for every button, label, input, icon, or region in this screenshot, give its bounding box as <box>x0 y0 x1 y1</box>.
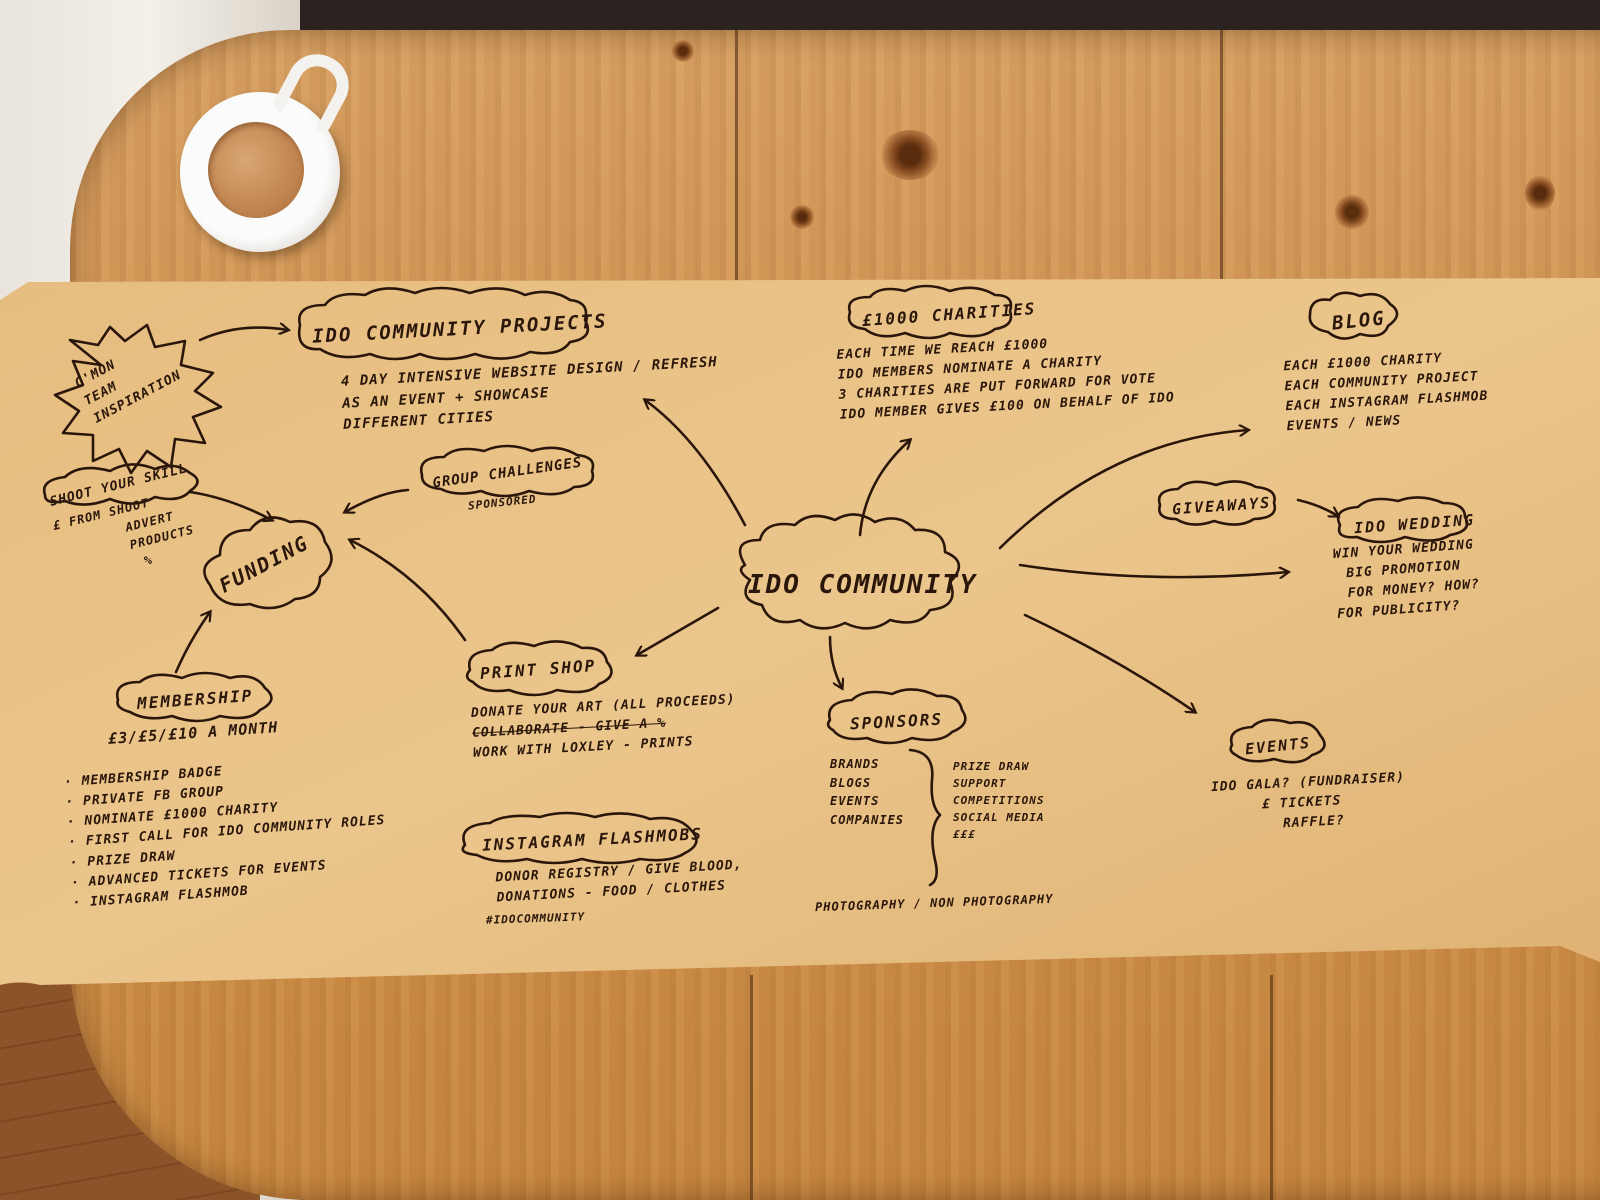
inspiration-starburst-bubble <box>53 323 223 475</box>
events-cloud-bubble <box>1229 718 1326 764</box>
print-shop-cloud-bubble <box>465 640 613 697</box>
center-title: IDo Community <box>748 570 978 600</box>
arrow <box>188 490 272 520</box>
wood-knot <box>1525 175 1555 211</box>
membership-bullet-text: PRIZE DRAW <box>86 848 176 870</box>
table-seam <box>1220 30 1223 290</box>
sponsors-cloud-bubble <box>826 688 967 745</box>
sponsors-right-item: PRIZE DRAW <box>953 760 1030 773</box>
wood-knot <box>1335 195 1369 229</box>
arrow <box>1296 498 1338 516</box>
sponsors-left-item: EVENTS <box>830 794 880 809</box>
sponsors-left-item: BLOGS <box>830 775 872 790</box>
arrow <box>345 488 410 512</box>
membership-cloud-bubble <box>115 671 273 723</box>
wedding-cloud-bubble <box>1336 496 1469 544</box>
arrow <box>998 430 1248 550</box>
coffee-surface <box>208 122 304 218</box>
wood-knot <box>790 205 814 229</box>
sponsors-right-item: £££ <box>953 828 976 842</box>
sponsors-right-item: SOCIAL MEDIA <box>953 811 1045 825</box>
membership-benefits-list: · MEMBERSHIP BADGE · PRIVATE FB GROUP · … <box>63 751 390 914</box>
sponsors-left-item: COMPANIES <box>830 812 905 827</box>
arrow <box>350 540 467 642</box>
table-seam <box>735 30 738 290</box>
wood-knot <box>672 40 694 62</box>
shoot-skill-cloud-bubble <box>42 463 199 506</box>
table-seam <box>1270 975 1273 1200</box>
table-seam <box>750 975 753 1200</box>
sponsors-left-item: BRANDS <box>830 757 880 771</box>
group-challenges-cloud-bubble <box>419 444 595 498</box>
sponsors-right-list: PRIZE DRAW SUPPORT COMPETITIONS SOCIAL M… <box>953 758 1044 843</box>
arrow <box>174 612 210 674</box>
giveaways-cloud-bubble <box>1157 480 1277 526</box>
blog-notes: EACH £1000 CHARITY EACH COMMUNITY PROJEC… <box>1283 347 1490 438</box>
projects-cloud-bubble <box>297 286 590 361</box>
arrow <box>1018 563 1288 577</box>
sponsors-right-item: COMPETITIONS <box>953 794 1045 808</box>
events-notes: IDO GALA? (FUNDRAISER) £ TICKETS RAFFLE? <box>1211 768 1408 839</box>
sponsors-left-list: BRANDS BLOGS EVENTS COMPANIES <box>830 755 904 829</box>
arrow <box>198 328 288 342</box>
arrow <box>645 400 747 527</box>
sponsors-right-item: SUPPORT <box>953 777 1007 791</box>
blog-cloud-bubble <box>1308 291 1399 340</box>
charities-cloud-bubble <box>847 284 1013 340</box>
flashmobs-cloud-bubble <box>461 811 698 865</box>
paper-surface <box>0 278 1600 985</box>
coffee-mug-icon <box>180 43 360 252</box>
arrow <box>858 440 910 537</box>
arrow <box>828 635 842 688</box>
sponsors-brace <box>908 748 942 887</box>
arrow <box>637 606 720 655</box>
funding-cloud-bubble <box>203 516 333 610</box>
wood-knot <box>880 130 940 180</box>
center-cloud-bubble <box>738 513 961 630</box>
wedding-notes: WIN YOUR WEDDING BIG PROMOTION FOR MONEY… <box>1332 535 1482 625</box>
arrow <box>1023 613 1195 712</box>
